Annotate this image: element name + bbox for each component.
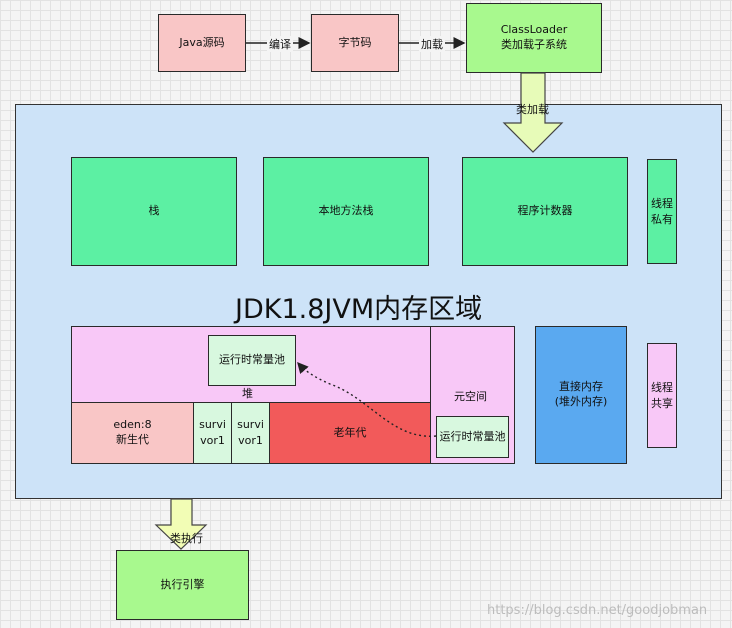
direct-memory-label: 直接内存	[559, 380, 603, 394]
runtime-constant-pool-heap[interactable]: 运行时常量池	[208, 335, 296, 386]
eden-label: eden:8	[113, 418, 152, 432]
jvm-title: JDK1.8JVM内存区域	[235, 294, 483, 325]
load-label: 加载	[419, 36, 445, 52]
native-method-stack-label: 本地方法栈	[318, 204, 374, 218]
eden-box[interactable]: eden:8 新生代	[71, 402, 194, 464]
survivor-1-box[interactable]: survivor1	[193, 402, 232, 464]
thread-private-label: 线程私有	[651, 196, 673, 226]
execution-engine-label: 执行引擎	[160, 577, 205, 591]
old-gen-box[interactable]: 老年代	[269, 402, 431, 464]
thread-shared-box: 线程共享	[647, 343, 677, 448]
compile-label: 编译	[267, 36, 293, 52]
runtime-constant-pool-heap-label: 运行时常量池	[219, 353, 285, 367]
program-counter-label: 程序计数器	[517, 204, 573, 218]
execution-engine-box[interactable]: 执行引擎	[116, 550, 249, 620]
class-exec-label: 类执行	[170, 532, 203, 545]
bytecode-box[interactable]: 字节码	[311, 14, 399, 72]
class-load-label: 类加载	[516, 103, 549, 116]
program-counter-box[interactable]: 程序计数器	[462, 157, 628, 266]
off-heap-memory-label: (堆外内存)	[554, 395, 608, 408]
java-source-box[interactable]: Java源码	[158, 14, 246, 72]
thread-shared-label: 线程共享	[651, 380, 673, 410]
runtime-constant-pool-metaspace-label: 运行时常量池	[439, 429, 506, 443]
constant-pool-move-arrow	[297, 361, 437, 437]
runtime-constant-pool-metaspace[interactable]: 运行时常量池	[436, 416, 509, 458]
stack-box[interactable]: 栈	[71, 157, 237, 266]
bytecode-label: 字节码	[338, 35, 372, 49]
survivor-1-label: survivor1	[199, 418, 226, 447]
survivor-2-label: survivor1	[237, 418, 264, 447]
young-gen-label: 新生代	[116, 433, 149, 446]
heap-label: 堆	[242, 387, 253, 400]
classloader-title: ClassLoader	[500, 23, 568, 37]
native-method-stack-box[interactable]: 本地方法栈	[263, 157, 429, 266]
survivor-2-box[interactable]: survivor1	[231, 402, 270, 464]
classloader-box[interactable]: ClassLoader 类加载子系统	[466, 3, 602, 73]
class-load-big-arrow	[502, 72, 564, 153]
old-gen-label: 老年代	[333, 425, 367, 439]
direct-memory-box[interactable]: 直接内存 (堆外内存)	[535, 326, 627, 464]
thread-private-box: 线程私有	[647, 159, 677, 264]
java-source-label: Java源码	[179, 35, 225, 49]
class-exec-big-arrow	[154, 498, 208, 550]
classloader-subtitle: 类加载子系统	[501, 38, 567, 51]
metaspace-label: 元空间	[454, 390, 487, 403]
watermark: https://blog.csdn.net/goodjobman	[487, 603, 708, 618]
stack-label: 栈	[148, 204, 160, 218]
